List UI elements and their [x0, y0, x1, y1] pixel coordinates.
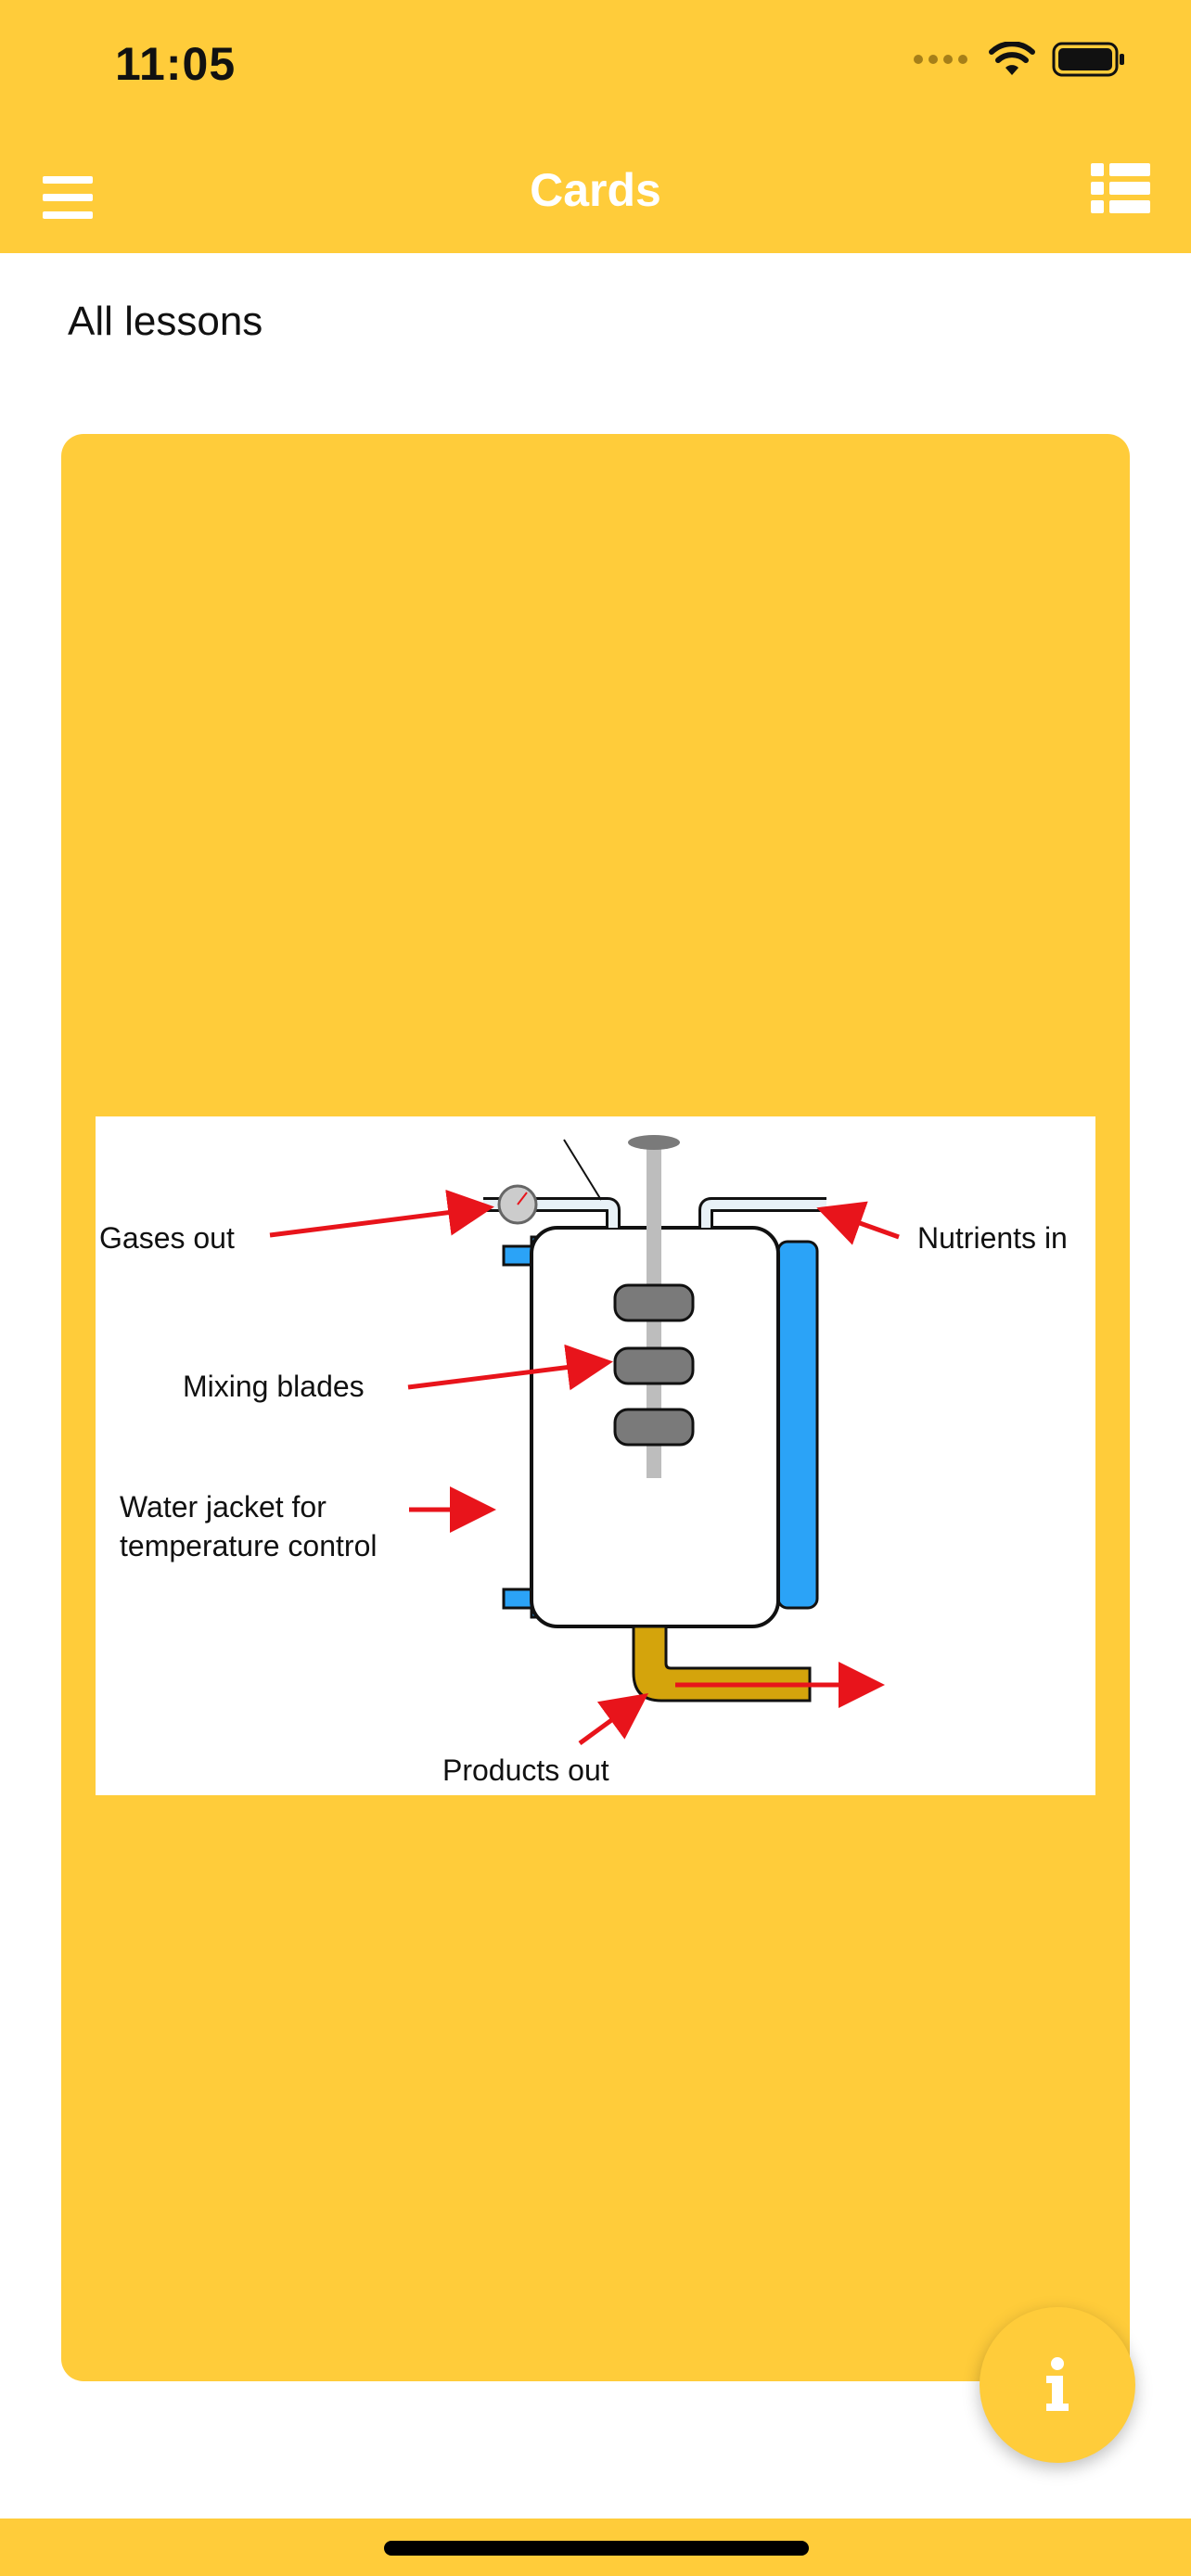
- cellular-signal-icon: [914, 55, 967, 64]
- page-title: Cards: [530, 164, 661, 216]
- menu-button[interactable]: [43, 176, 93, 219]
- wifi-icon: [989, 42, 1035, 75]
- label-products-out: Products out: [442, 1753, 609, 1787]
- breadcrumb-all-lessons[interactable]: All lessons: [68, 299, 263, 344]
- mixing-blade: [613, 1283, 695, 1322]
- label-mixing-blades: Mixing blades: [183, 1370, 365, 1403]
- hamburger-icon: [43, 176, 93, 219]
- label-water-jacket-line1: Water jacket for: [120, 1490, 327, 1524]
- list-view-button[interactable]: [1091, 163, 1150, 213]
- battery-icon: [1052, 42, 1124, 77]
- mixing-blade: [613, 1346, 695, 1385]
- status-icons: [913, 41, 1126, 78]
- info-button[interactable]: [980, 2307, 1135, 2463]
- mixing-blade: [613, 1408, 695, 1447]
- top-bar: 11:05 Cards: [0, 0, 1191, 253]
- right-water-jacket: [776, 1240, 819, 1610]
- list-view-icon: [1091, 163, 1150, 213]
- label-nutrients-in: Nutrients in: [917, 1221, 1068, 1255]
- home-indicator[interactable]: [384, 2541, 809, 2556]
- products-outlet-pipe: [632, 1625, 812, 1702]
- status-time: 11:05: [115, 38, 237, 90]
- label-gases-out: Gases out: [99, 1221, 235, 1255]
- bioreactor-diagram: Gases out Nutrients in Mixing blades Wat…: [96, 1116, 1095, 1795]
- info-icon: [1046, 2357, 1069, 2411]
- label-water-jacket-line2: temperature control: [120, 1529, 377, 1562]
